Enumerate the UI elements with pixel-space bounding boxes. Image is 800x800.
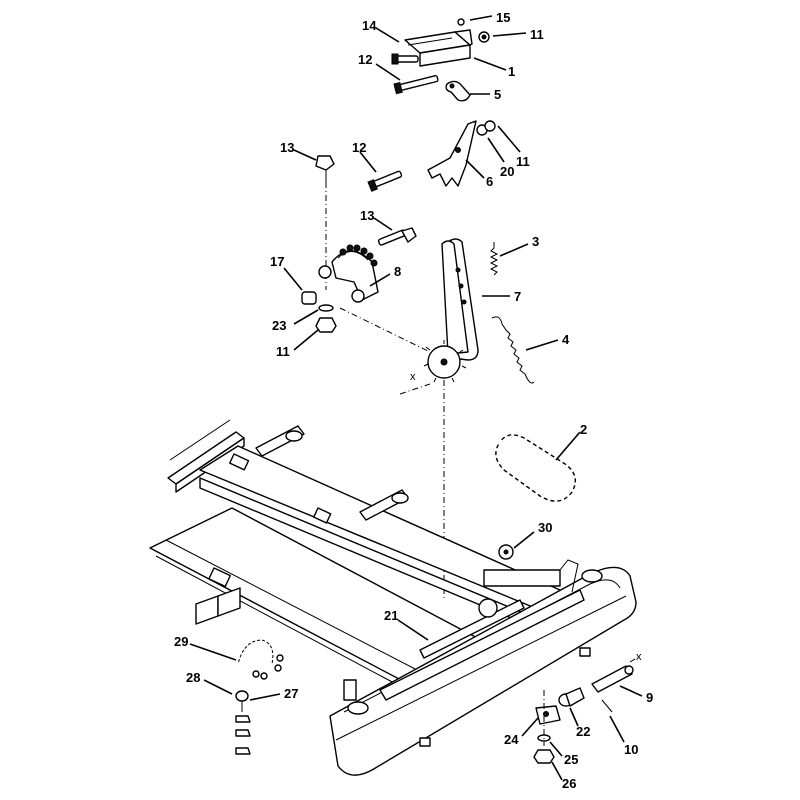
callout-6: 6: [486, 174, 493, 189]
callout-7: 7: [514, 289, 521, 304]
part-arm-7: [441, 238, 479, 361]
callout-23: 23: [272, 318, 286, 333]
callout-3: 3: [532, 234, 539, 249]
callout-8: 8: [394, 264, 401, 279]
part-sprocket-bracket-8: [318, 244, 379, 303]
callout-27: 27: [284, 686, 298, 701]
callout-13-top: 13: [280, 140, 294, 155]
centerline-x-lower: [629, 655, 641, 663]
callout-12-mid: 12: [352, 140, 366, 155]
callout-25: 25: [564, 752, 578, 767]
part-pin-9: [591, 665, 634, 693]
callout-26: 26: [562, 776, 576, 791]
callout-10: 10: [624, 742, 638, 757]
part-bolt-14: [391, 53, 419, 65]
bed-frame-assembly: [149, 419, 637, 776]
callout-11-lower: 11: [276, 344, 290, 359]
callout-28: 28: [186, 670, 200, 685]
callout-30: 30: [538, 520, 552, 535]
part-nut-26: [533, 749, 555, 764]
callout-14: 14: [362, 18, 377, 33]
callout-29: 29: [174, 634, 188, 649]
part-washer-23: [318, 304, 334, 312]
part-nut-11-top: [478, 31, 490, 43]
callout-labels: 14 15 11 12 1 5 13 12 20 11 6 13 3 17 8 …: [174, 10, 653, 791]
part-bracket-24: [535, 705, 561, 725]
part-bolt-27: [235, 690, 251, 755]
callout-leaders: [189, 15, 643, 781]
callout-1: 1: [508, 64, 515, 79]
part-latch-6: [427, 120, 496, 187]
part-pin-15: [457, 18, 465, 26]
callout-24: 24: [504, 732, 519, 747]
reference-mark-x-upper: x: [410, 371, 416, 383]
callout-4: 4: [562, 332, 570, 347]
callout-21: 21: [384, 608, 398, 623]
part-bolt-13-mid: [377, 227, 417, 246]
sprocket-teeth-8: [339, 244, 378, 267]
callout-20: 20: [500, 164, 514, 179]
part-spacer-17: [301, 291, 317, 305]
part-washer-30: [498, 544, 514, 560]
part-chain-29: [237, 639, 284, 680]
part-bracket-1: [404, 29, 473, 67]
callout-11-mid-top: 11: [516, 154, 530, 169]
part-bolt-12-mid: [367, 170, 403, 192]
callout-5: 5: [494, 87, 501, 102]
callout-2: 2: [580, 422, 587, 437]
part-nut-11-mid: [315, 317, 337, 333]
part-spring-4: [491, 316, 535, 384]
reference-mark-x-lower: x: [636, 651, 642, 663]
callout-17: 17: [270, 254, 284, 269]
part-chain-2: [494, 433, 577, 503]
callout-13-mid: 13: [360, 208, 374, 223]
callout-22: 22: [576, 724, 590, 739]
part-lever-5: [445, 80, 471, 102]
part-pin-10: [601, 699, 613, 713]
callout-11-top: 11: [530, 27, 544, 42]
callout-9: 9: [646, 690, 653, 705]
part-spring-3: [489, 242, 499, 276]
part-bushing-22: [558, 687, 585, 707]
part-bolt-12-top: [393, 75, 439, 95]
part-sprocket-7: [423, 340, 467, 383]
callout-15: 15: [496, 10, 510, 25]
part-bolt-13-top: [315, 155, 335, 182]
centerline-x: [399, 383, 431, 395]
callout-12-top: 12: [358, 52, 372, 67]
centerline-sprocket: [339, 307, 431, 353]
